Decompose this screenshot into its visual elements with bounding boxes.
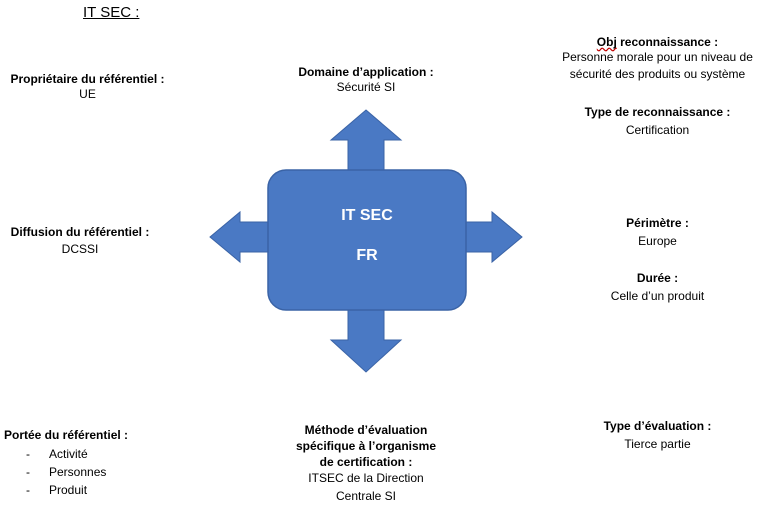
objective-heading: Obj reconnaissance : (545, 35, 770, 50)
method-block: Méthode d’évaluation spécifique à l’orga… (266, 422, 466, 504)
diffusion-block: Diffusion du référentiel : DCSSI (0, 225, 160, 257)
evaluation-type-value: Tierce partie (624, 437, 691, 451)
scope-list: Activité Personnes Produit (4, 445, 128, 499)
scope-block: Portée du référentiel : Activité Personn… (4, 428, 128, 499)
owner-block: Propriétaire du référentiel : UE (0, 72, 175, 102)
objective-value-line1: Personne morale pour un niveau de (562, 50, 753, 64)
diffusion-value: DCSSI (61, 242, 99, 256)
perimeter-heading: Périmètre : (626, 216, 689, 230)
domain-heading: Domaine d’application : (298, 65, 434, 79)
duration-heading: Durée : (636, 271, 679, 285)
scope-item-personnes: Personnes (4, 463, 128, 481)
evaluation-type-heading: Type d’évaluation : (603, 419, 712, 433)
owner-heading: Propriétaire du référentiel : (10, 72, 165, 86)
recognition-type-value: Certification (625, 123, 690, 137)
scope-heading: Portée du référentiel : (4, 428, 129, 442)
center-box (267, 169, 467, 311)
evaluation-type-block: Type d’évaluation : Tierce partie (545, 419, 770, 452)
perimeter-value: Europe (638, 234, 677, 248)
method-heading-line1: Méthode d’évaluation (304, 423, 428, 437)
owner-value: UE (79, 87, 96, 101)
method-value-line1: ITSEC de la Direction (308, 471, 424, 485)
arrow-left (209, 210, 273, 264)
diffusion-heading: Diffusion du référentiel : (10, 225, 150, 239)
recognition-type-heading: Type de reconnaissance : (584, 105, 731, 119)
objective-block: Obj reconnaissance : Personne morale pou… (545, 35, 770, 82)
scope-item-activite: Activité (4, 445, 128, 463)
method-heading-line2: spécifique à l’organisme (295, 439, 437, 453)
objective-heading-prefix: Obj (596, 35, 617, 49)
scope-item-produit: Produit (4, 481, 128, 499)
arrow-down (329, 307, 403, 373)
method-heading-line3: de certification : (319, 455, 413, 469)
center-label-2: FR (356, 247, 378, 264)
page-title: IT SEC : (83, 4, 140, 21)
arrow-right (459, 210, 523, 264)
duration-value: Celle d’un produit (610, 289, 705, 303)
recognition-type-block: Type de reconnaissance : Certification (545, 105, 770, 138)
domain-value: Sécurité SI (336, 80, 396, 94)
center-label-1: IT SEC (341, 207, 393, 224)
method-value-line2: Centrale SI (335, 489, 397, 503)
objective-value-line2: sécurité des produits ou système (569, 67, 746, 81)
domain-block: Domaine d’application : Sécurité SI (266, 65, 466, 95)
duration-block: Durée : Celle d’un produit (545, 271, 770, 304)
objective-heading-rest: reconnaissance : (616, 35, 719, 49)
arrow-up (329, 109, 403, 174)
perimeter-block: Périmètre : Europe (545, 216, 770, 249)
